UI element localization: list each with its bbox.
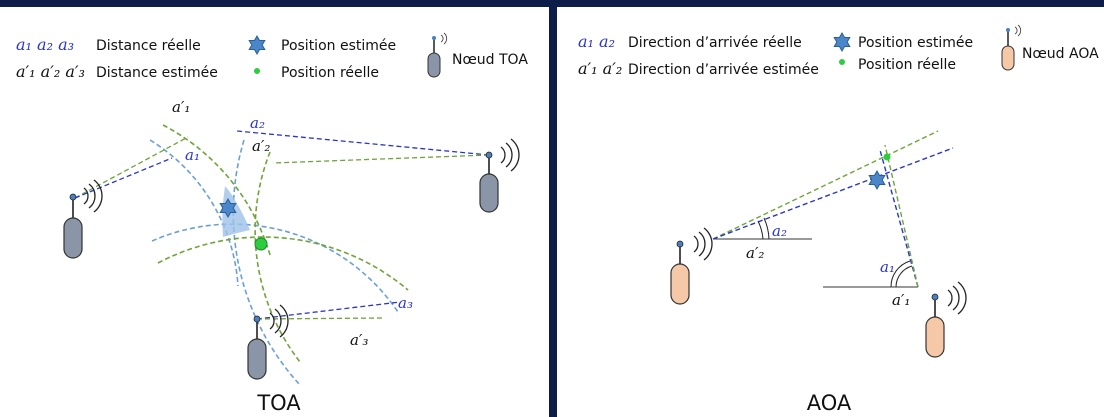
toa-label-a1: a₁ [185, 146, 200, 164]
aoa-panel: a₁ a₂ Direction d’arrivée réelle a′₁ a′₂… [578, 24, 1099, 415]
aoa-legend-estimate-label: Position estimée [858, 35, 973, 51]
aoa-node-2 [925, 281, 967, 358]
real-circle-2 [232, 139, 301, 386]
toa-legend-est-label: Distance estimée [96, 65, 218, 81]
aoa-real-position [883, 153, 891, 161]
aoa-node-1 [670, 227, 713, 305]
toa-line-a1p [74, 136, 189, 199]
toa-labels: a′₁ a₁ a₂ a′₂ a₃ a′₃ [172, 98, 413, 349]
toa-legend-real-label: Distance réelle [96, 38, 201, 54]
toa-est-circles [157, 124, 409, 363]
aoa-line-a2 [712, 147, 954, 240]
toa-label-a3p: a′₃ [350, 331, 368, 349]
toa-legend-est-symbols: a′₁ a′₂ a′₃ [16, 62, 85, 81]
antenna-node-icon [1001, 24, 1022, 71]
aoa-legend-est-label: Direction d’arrivée estimée [628, 62, 819, 78]
aoa-legend-est-symbols: a′₁ a′₂ [578, 59, 622, 78]
aoa-legend-real-symbols: a₁ a₂ [578, 32, 615, 51]
dot-icon [839, 59, 845, 65]
toa-legend-node-label: Nœud TOA [452, 52, 528, 68]
aoa-estimated-position [868, 170, 886, 190]
toa-line-a1 [74, 157, 173, 199]
toa-line-a2p [272, 154, 490, 164]
aoa-angle-a2-arc [757, 220, 764, 240]
aoa-line-a2p [712, 130, 939, 240]
real-circle-3 [151, 223, 399, 313]
est-circle-3 [157, 236, 409, 291]
aoa-legend-real-label: Direction d’arrivée réelle [628, 35, 802, 51]
aoa-label-a1p: a′₁ [892, 291, 910, 309]
aoa-label-a2p: a′₂ [746, 244, 764, 262]
toa-node-3 [247, 304, 289, 380]
aoa-caption: AOA [807, 391, 852, 415]
toa-panel: a₁ a₂ a₃ Distance réelle a′₁ a′₂ a′₃ Dis… [16, 32, 528, 415]
toa-real-position [254, 237, 268, 251]
top-border [0, 0, 1104, 7]
center-divider [549, 7, 557, 417]
aoa-angle-a1-arc [895, 265, 913, 288]
est-circle-2 [254, 151, 301, 363]
toa-distance-lines [74, 130, 490, 320]
toa-line-a3 [256, 301, 401, 320]
toa-caption: TOA [256, 391, 301, 415]
toa-legend: a₁ a₂ a₃ Distance réelle a′₁ a′₂ a′₃ Dis… [16, 32, 528, 81]
aoa-legend-real-pos-label: Position réelle [858, 57, 956, 73]
toa-line-a3p [256, 317, 386, 320]
toa-label-a1p: a′₁ [172, 98, 190, 116]
toa-node-1 [63, 179, 103, 259]
aoa-angle-a2p-arc [763, 217, 770, 240]
aoa-label-a1: a₁ [880, 258, 895, 276]
dot-icon [254, 68, 260, 74]
aoa-legend-node-label: Nœud AOA [1022, 46, 1099, 62]
toa-real-circles [149, 139, 399, 386]
toa-legend-real-symbols: a₁ a₂ a₃ [16, 35, 74, 54]
toa-node-2 [479, 138, 520, 213]
aoa-line-a1p [884, 144, 919, 288]
toa-line-a2 [236, 130, 490, 156]
toa-legend-estimate-label: Position estimée [281, 38, 396, 54]
toa-label-a2: a₂ [250, 114, 265, 132]
toa-label-a3: a₃ [398, 294, 413, 312]
aoa-legend: a₁ a₂ Direction d’arrivée réelle a′₁ a′₂… [578, 24, 1099, 78]
antenna-node-icon [427, 32, 448, 78]
toa-label-a2p: a′₂ [252, 137, 270, 155]
toa-legend-real-pos-label: Position réelle [281, 65, 379, 81]
real-circle-1 [149, 139, 239, 287]
aoa-labels: a₂ a′₂ a₁ a′₁ [746, 222, 910, 309]
aoa-label-a2: a₂ [772, 222, 787, 240]
toa-intersection-region [222, 186, 250, 237]
aoa-direction-lines [712, 130, 954, 288]
aoa-angle-a1p-arc [890, 260, 911, 288]
star-icon [833, 32, 851, 52]
star-icon [248, 35, 266, 55]
